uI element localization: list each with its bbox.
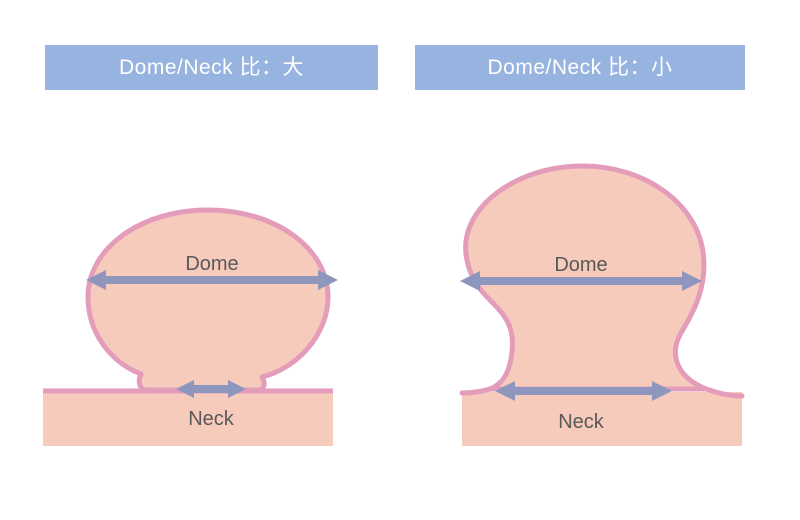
header-label-large-ratio: Dome/Neck 比：大 [118,56,305,79]
neck-arrow-head-left-small [495,381,515,401]
neck-arrow-head-left-large [176,380,194,398]
aneurysm-sac-large [85,207,331,393]
dome-arrow-head-left-small [460,271,480,291]
neck-measure-arrow-small [495,381,672,401]
header-bar-large-ratio: Dome/Neck 比：大 [45,45,378,90]
header-bar-small-ratio: Dome/Neck 比：小 [415,45,745,90]
dome-measure-arrow-large [86,270,338,290]
neck-arrow-head-right-small [652,381,672,401]
vessel-wall-large [43,388,333,446]
dome-label-large: Dome [185,253,238,275]
panel-large-ratio: Dome/Neck 比：大 Dome [0,45,400,480]
figure-large-ratio: Dome Neck [0,100,400,480]
panel-small-ratio: Dome/Neck 比：小 [400,0,800,520]
dome-arrow-head-right-small [682,271,702,291]
vessel-wall-body-small [462,392,742,446]
dome-arrow-head-right-large [318,270,338,290]
aneurysm-dome-outline-large [85,207,331,393]
vessel-wall-body-large [43,390,333,446]
aneurysm-illustration-large-ratio: Dome Neck [43,207,338,446]
aneurysm-illustration-small-ratio: Dome Neck [459,163,745,446]
vessel-wall-right-border-small [703,386,745,399]
header-label-small-ratio: Dome/Neck 比：小 [487,56,673,79]
neck-measure-arrow-large [176,380,246,398]
dome-label-small: Dome [554,254,607,276]
neck-arrow-head-right-large [228,380,246,398]
dome-arrow-head-left-large [86,270,106,290]
neck-label-large: Neck [188,408,235,430]
neck-label-small: Neck [558,411,605,433]
figure-small-ratio: Dome Neck [400,100,800,480]
vessel-wall-left-border-small [459,386,493,396]
dome-measure-arrow-small [460,271,702,291]
